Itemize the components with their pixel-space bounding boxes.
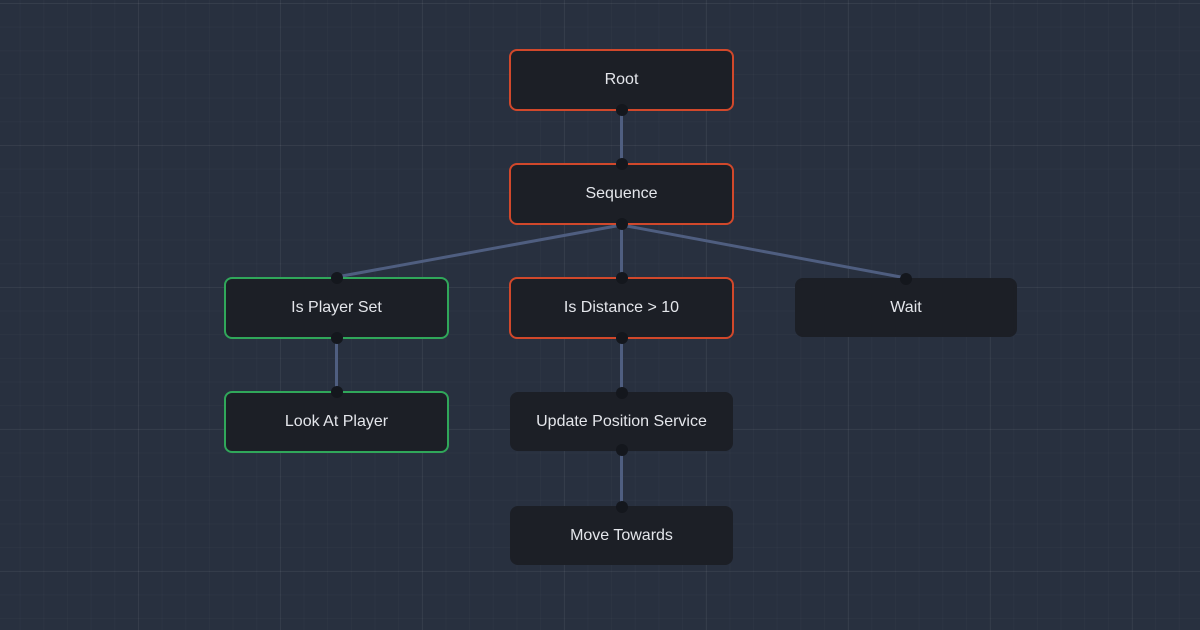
node-update-position-service[interactable]: Update Position Service: [510, 387, 733, 456]
node-label: Is Player Set: [291, 299, 382, 316]
output-pin[interactable]: [615, 218, 628, 230]
node-is-distance[interactable]: Is Distance > 10: [509, 272, 734, 344]
input-pin[interactable]: [615, 158, 628, 170]
output-pin[interactable]: [330, 332, 343, 344]
node-wait[interactable]: Wait: [795, 273, 1017, 337]
node-label: Wait: [890, 298, 922, 316]
node-label: Is Distance > 10: [563, 299, 680, 316]
node-label: Look At Player: [284, 413, 389, 430]
node-label: Move Towards: [570, 526, 673, 544]
node-move-towards[interactable]: Move Towards: [510, 501, 733, 565]
input-pin[interactable]: [615, 272, 628, 284]
node-is-player-set[interactable]: Is Player Set: [224, 272, 449, 344]
node-label: Sequence: [585, 185, 658, 202]
node-label: Root: [604, 71, 639, 88]
node-root[interactable]: Root: [509, 49, 734, 116]
node-sequence[interactable]: Sequence: [509, 158, 734, 230]
node-look-at-player[interactable]: Look At Player: [224, 386, 449, 453]
edge-sequence-to-is_player_set: [335, 223, 623, 279]
input-pin[interactable]: [330, 272, 343, 284]
input-pin[interactable]: [330, 386, 343, 398]
output-pin[interactable]: [615, 332, 628, 344]
input-pin[interactable]: [615, 387, 628, 399]
node-label: Update Position Service: [536, 412, 707, 430]
output-pin[interactable]: [615, 444, 628, 456]
input-pin[interactable]: [900, 273, 912, 285]
edge-sequence-to-wait: [620, 223, 908, 280]
output-pin[interactable]: [615, 104, 628, 116]
input-pin[interactable]: [615, 501, 628, 513]
